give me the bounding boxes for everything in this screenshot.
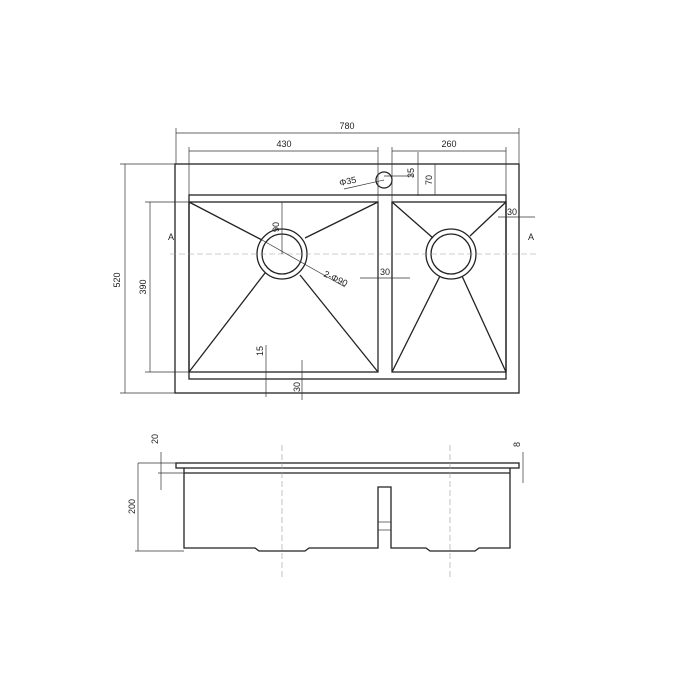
dim-tap-hole: Φ35 bbox=[338, 175, 357, 188]
dim-drains: 2-Φ90 bbox=[322, 269, 349, 289]
sink-outline bbox=[174, 163, 520, 394]
dim-left-bowl: 430 bbox=[276, 139, 291, 149]
dim-right-bowl: 260 bbox=[441, 139, 456, 149]
dim-tap-offset: 35 bbox=[406, 168, 416, 178]
flange bbox=[175, 462, 520, 469]
top-view: 780 430 260 520 390 Φ35 35 70 90 2-Φ90 3… bbox=[112, 121, 537, 400]
dim-overall-width: 780 bbox=[339, 121, 354, 131]
dim-right-margin: 30 bbox=[507, 207, 517, 217]
side-view: 20 200 8 bbox=[127, 434, 524, 577]
dim-overall-depth: 520 bbox=[112, 272, 122, 287]
dim-tap-edge: 70 bbox=[424, 175, 434, 185]
left-bowl bbox=[188, 201, 379, 373]
dim-flange-thickness: 8 bbox=[512, 442, 522, 447]
right-bowl bbox=[391, 201, 507, 373]
dim-bowl-depth: 390 bbox=[138, 279, 148, 294]
bowl-section bbox=[183, 468, 511, 552]
section-label-right: A bbox=[528, 232, 534, 242]
rim bbox=[188, 194, 507, 380]
dimension-lines bbox=[120, 128, 535, 400]
dim-divider: 30 bbox=[380, 267, 390, 277]
dim-drain-offset: 90 bbox=[271, 222, 281, 232]
dim-bowl-height: 200 bbox=[127, 499, 137, 514]
dim-bottom-offset: 15 bbox=[255, 346, 265, 356]
dim-flange-height: 20 bbox=[150, 434, 160, 444]
dim-bottom-margin: 30 bbox=[292, 382, 302, 392]
left-bowl-slopes bbox=[188, 201, 507, 373]
section-label-left: A bbox=[168, 232, 174, 242]
